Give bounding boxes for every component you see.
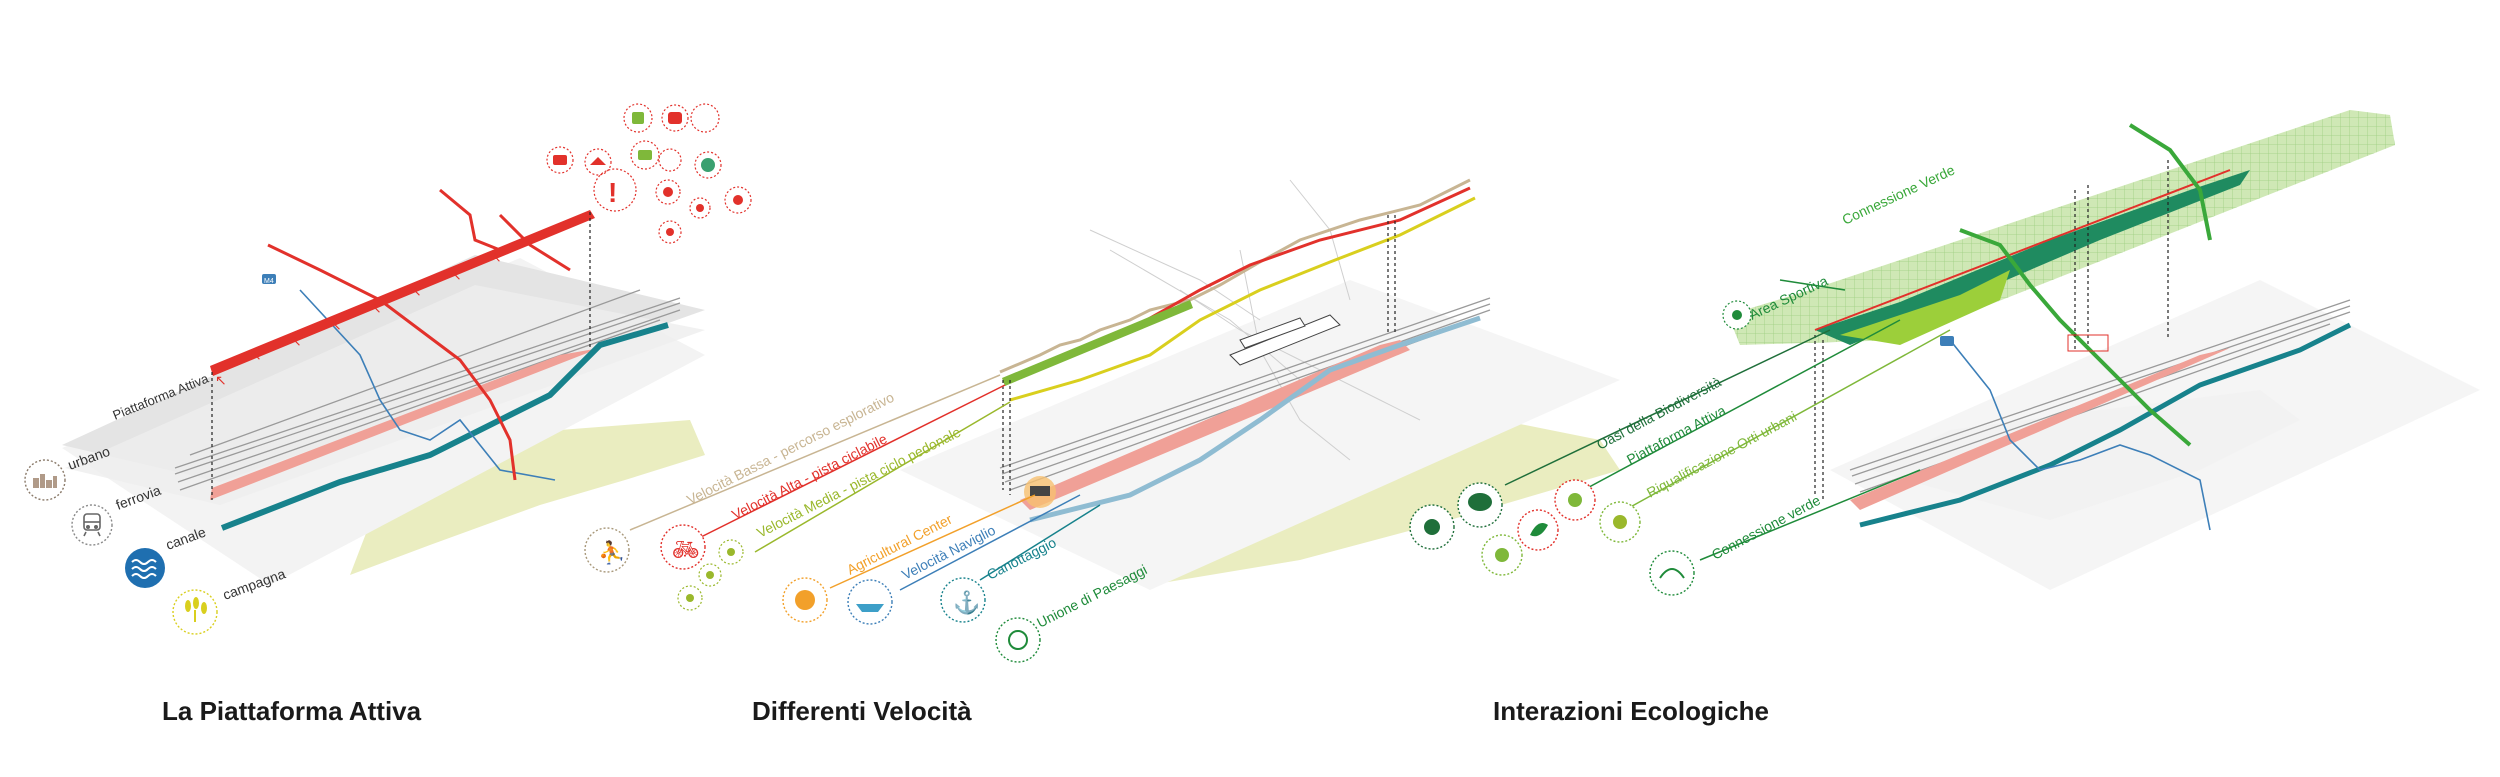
callout-connessione-verde-top: Connessione Verde — [1840, 161, 1958, 227]
ecology-icons — [1409, 300, 1752, 596]
velocity-icons: ⛹ 🚲︎ ⚓ — [584, 524, 1041, 663]
svg-text:↖: ↖ — [490, 249, 502, 265]
legend-ferrovia: ferrovia — [71, 482, 163, 546]
green-grid-overlay — [1728, 110, 2395, 345]
svg-text:↖: ↖ — [215, 372, 227, 388]
canal-line-3 — [1859, 322, 2352, 528]
svg-text:↖: ↖ — [410, 283, 422, 299]
countryside-area-2 — [1150, 420, 1620, 585]
buildings-icon — [33, 474, 57, 488]
svg-text:⛹: ⛹ — [598, 539, 625, 565]
countryside-area — [350, 420, 705, 575]
active-platform-band — [210, 210, 595, 376]
context-lines-2 — [1089, 179, 1421, 461]
panel-title-ecologiche: Interazioni Ecologiche — [1493, 696, 1769, 726]
railway-lines — [174, 289, 681, 491]
leaf-icon — [995, 617, 1041, 663]
svg-text:!: ! — [608, 177, 617, 208]
blue-path-3 — [1949, 339, 2211, 531]
red-cross-line-2 — [439, 188, 501, 252]
projection-lines — [211, 212, 591, 500]
svg-text:🚲︎: 🚲︎ — [672, 537, 700, 562]
svg-text:↖: ↖ — [290, 333, 302, 349]
svg-text:M4: M4 — [264, 278, 274, 285]
oasis-shape — [1815, 170, 2250, 345]
panel-piattaforma-attiva: ↖ ↖ ↖ ↖ ↖ ↖ ↖ ↖ M4 Piattaforma Attiva — [24, 103, 752, 635]
red-cross-line-1 — [267, 243, 517, 481]
countryside-area-3 — [1870, 390, 2300, 520]
legend-canale: canale — [125, 524, 208, 588]
green-connection-icon — [1649, 550, 1695, 596]
legend-campagna: campagna — [172, 565, 288, 635]
platform-arrows: ↖ ↖ ↖ ↖ ↖ ↖ ↖ ↖ — [215, 249, 502, 388]
salmon-band — [210, 348, 600, 500]
building-sketch — [1229, 314, 1341, 366]
anchor-icon — [940, 577, 986, 623]
metro-badge — [262, 274, 276, 284]
wheat-icon — [185, 597, 207, 622]
active-platform-line-3 — [1814, 169, 2231, 331]
svg-text:↖: ↖ — [250, 347, 262, 363]
svg-text:↖: ↖ — [450, 267, 462, 283]
hiker-icon — [584, 527, 630, 573]
svg-text:⚓: ⚓ — [953, 590, 980, 615]
salmon-band-3 — [1850, 348, 2230, 510]
station-building — [2069, 149, 2171, 191]
train-icon — [83, 513, 101, 537]
panel-title-velocita: Differenti Velocità — [752, 696, 972, 726]
cyclist-icon — [660, 524, 706, 570]
panel-title-piattaforma: La Piattaforma Attiva — [162, 696, 422, 726]
naviglio-line — [1029, 315, 1481, 523]
svg-text:↖: ↖ — [370, 300, 382, 316]
leader-lines-2 — [629, 374, 1101, 591]
boat-icon — [847, 579, 893, 625]
callout-canottaggio: Canottaggio — [984, 534, 1059, 583]
red-cross-line-3 — [498, 213, 571, 272]
leader-lines-3 — [1504, 279, 1951, 561]
svg-text:↖: ↖ — [330, 317, 342, 333]
waves-icon — [131, 559, 157, 579]
panel-differenti-velocita: Velocità Bassa - percorso esplorativo Ve… — [584, 178, 1620, 663]
activity-icon-cluster — [546, 103, 752, 244]
blue-path — [299, 289, 556, 481]
activity-icon-glyphs: ! — [553, 112, 743, 236]
line-velocita-bassa — [999, 178, 1471, 374]
panel-interazioni-ecologiche: Connessione Verde Area Sportiva Oasi del… — [1409, 110, 2480, 596]
callout-connessione-verde-bottom: Connessione verde — [1709, 492, 1823, 563]
green-connection-band — [1002, 300, 1193, 386]
callout-riqualificazione-orti: Riqualificazione Orti urbani — [1644, 408, 1799, 501]
callout-unione-paesaggi: Unione di Paesaggi — [1034, 561, 1149, 630]
